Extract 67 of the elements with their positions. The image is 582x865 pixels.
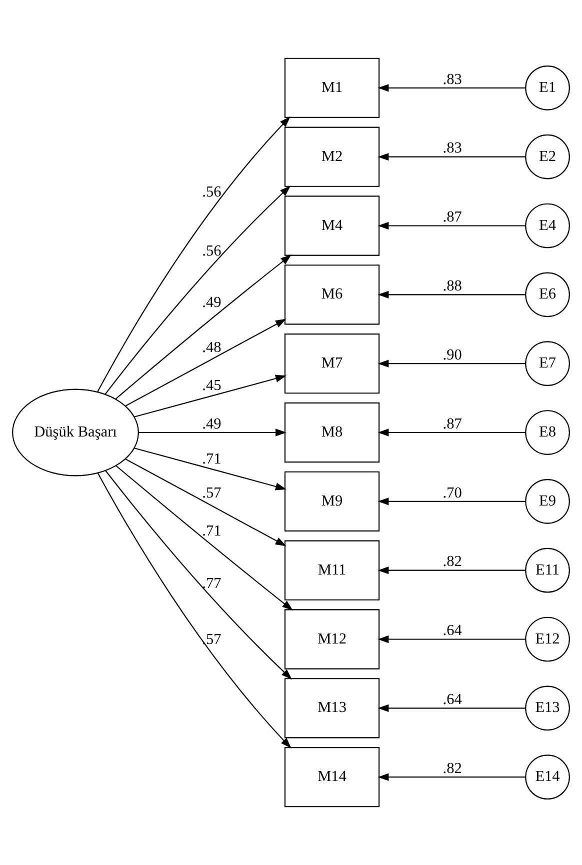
node-circle: E1 [525, 65, 570, 110]
node-circle: E4 [525, 203, 570, 248]
arrow [125, 318, 286, 407]
node-circle: E12 [525, 616, 570, 662]
node-circle: E2 [525, 134, 570, 180]
edge-label: .71 [202, 522, 222, 540]
node-circle: E6 [525, 272, 570, 318]
edge-label: .71 [202, 450, 222, 468]
node-circle: E9 [525, 479, 570, 524]
node-box: M11 [284, 540, 380, 600]
node-box: M7 [284, 334, 380, 394]
node-box: M6 [284, 264, 380, 325]
node-circle: E14 [525, 754, 570, 800]
arrow [97, 116, 290, 392]
arrow [378, 773, 526, 781]
edge-label: .64 [442, 691, 462, 708]
node-circle: E8 [525, 410, 570, 455]
arrow [378, 704, 526, 712]
edge-label: .56 [202, 183, 222, 200]
node-box: M13 [284, 678, 380, 738]
edge-label: .56 [202, 242, 222, 260]
edge-label: .70 [442, 484, 462, 502]
arrow [98, 473, 292, 748]
node-circle: E13 [525, 686, 570, 731]
node-box: M14 [284, 747, 380, 808]
arrow [104, 186, 291, 394]
node-circle: E11 [525, 548, 570, 593]
arrow [378, 290, 526, 298]
arrow [378, 498, 526, 506]
node-box: M2 [284, 126, 380, 187]
node-box: M1 [284, 58, 380, 118]
node-ellipse: Düşük Başarı [12, 388, 139, 476]
node-box: M4 [284, 196, 380, 256]
node-circle: E7 [525, 341, 570, 386]
edge-label: .90 [442, 346, 462, 364]
edge-label: .87 [442, 415, 462, 432]
node-box: M8 [284, 402, 380, 463]
edge-label: .77 [202, 575, 222, 592]
node-box: M12 [284, 609, 380, 670]
edge-label: .45 [202, 377, 222, 394]
arrow [138, 428, 286, 436]
edge-label: .82 [442, 760, 462, 777]
edge-label: .49 [202, 294, 222, 311]
edge-label: .57 [202, 484, 222, 502]
edge-label: .88 [442, 278, 462, 295]
arrow [378, 84, 526, 92]
edge-label: .49 [202, 415, 222, 432]
arrow [115, 254, 292, 400]
edge-label: .57 [202, 630, 222, 648]
arrow [105, 470, 292, 680]
node-box: M9 [284, 471, 380, 532]
arrow [378, 153, 526, 161]
arrow [378, 566, 526, 574]
arrow [378, 222, 526, 230]
arrow [378, 360, 526, 368]
arrow [134, 374, 286, 418]
edge-label: .87 [442, 208, 462, 226]
arrow [125, 458, 286, 546]
edge-label: .64 [442, 622, 462, 640]
arrow [116, 465, 294, 611]
edge-label: .48 [202, 338, 222, 356]
edge-label: .82 [442, 553, 462, 570]
arrow [378, 635, 526, 644]
arrow [378, 428, 526, 436]
edge-label: .83 [442, 140, 462, 157]
arrow [134, 448, 286, 490]
edge-label: .83 [442, 70, 462, 88]
